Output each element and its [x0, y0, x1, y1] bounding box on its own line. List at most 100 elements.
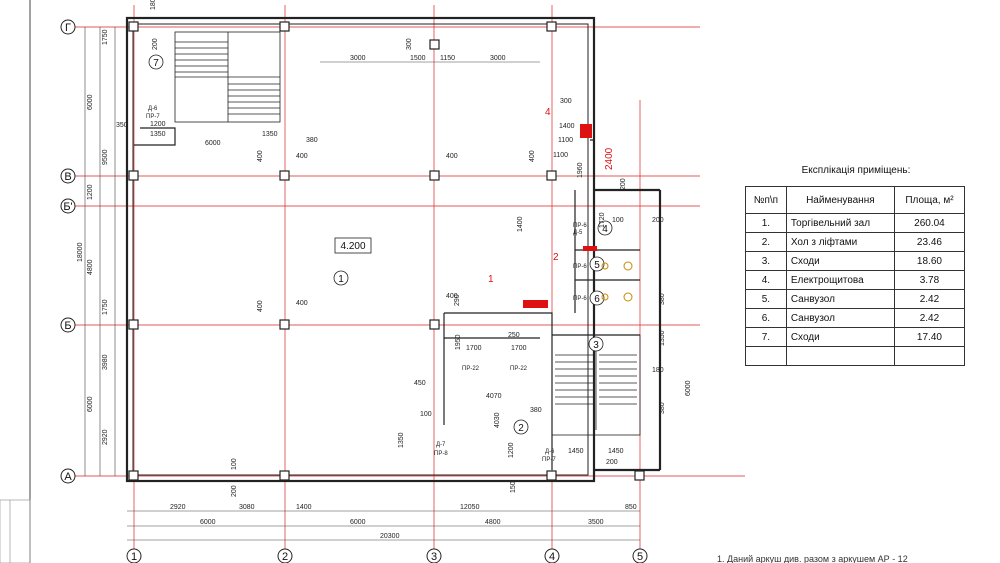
dim-label: 1200 [87, 184, 94, 200]
svg-text:1350: 1350 [150, 131, 166, 138]
svg-text:150: 150 [510, 481, 517, 493]
dim-label: 3500 [588, 519, 604, 526]
axis-number-labels: 1 2 3 4 5 [131, 551, 643, 563]
svg-text:ПР-22: ПР-22 [462, 366, 480, 372]
dim-label: 2920 [170, 504, 186, 511]
svg-text:200: 200 [231, 485, 238, 497]
partitions [134, 127, 640, 470]
svg-text:200: 200 [606, 459, 618, 466]
svg-text:ПР-8: ПР-8 [434, 451, 448, 457]
svg-text:1450: 1450 [608, 448, 624, 455]
svg-text:2400: 2400 [604, 147, 615, 170]
dim-label: 2920 [102, 429, 109, 445]
svg-text:ПР-7: ПР-7 [542, 457, 556, 463]
svg-text:Д-7: Д-7 [436, 442, 446, 448]
dim-label: 1500 [410, 55, 426, 62]
svg-text:1700: 1700 [466, 345, 482, 352]
column-header: Найменування [785, 186, 895, 214]
svg-text:1200: 1200 [150, 121, 166, 128]
svg-text:400: 400 [257, 150, 264, 162]
room-number: 6 [594, 294, 600, 305]
room-number: 1 [338, 274, 344, 285]
svg-text:Д-5: Д-5 [573, 230, 583, 236]
svg-text:200: 200 [620, 178, 627, 190]
svg-text:ПР-6: ПР-6 [573, 264, 587, 270]
sheet-footnote: 1. Даний аркуш див. разом з аркушем АР -… [717, 554, 908, 563]
svg-text:450: 450 [414, 380, 426, 387]
columns [128, 21, 645, 481]
section-mark: 4 [545, 107, 551, 118]
svg-text:ПР-6: ПР-6 [573, 223, 587, 229]
dim-label: 6000 [200, 519, 216, 526]
dim-label: 1150 [440, 55, 455, 62]
axis-label: А [64, 471, 72, 483]
dim-label: 3000 [350, 55, 366, 62]
svg-text:380: 380 [306, 137, 318, 144]
title-block-stub [0, 499, 31, 563]
dim-label: 6000 [87, 396, 94, 412]
svg-text:180: 180 [652, 367, 664, 374]
toilet-fixtures [601, 261, 633, 302]
svg-text:1100: 1100 [558, 137, 573, 144]
dim-label: 18000 [77, 242, 84, 262]
axis-label: Б' [63, 201, 72, 213]
door-tags: Д-6 ПР-7 ПР-6 Д-5 ПР-6 ПР-6 ПР-22 ПР-22 … [146, 106, 587, 463]
dim-label: 9500 [102, 149, 109, 165]
room-number: 7 [153, 58, 159, 69]
dim-label: 850 [625, 504, 637, 511]
dimension-lines [84, 27, 640, 541]
svg-text:380: 380 [530, 407, 542, 414]
dim-label: 1750 [102, 29, 109, 45]
column-header: №п\п [745, 186, 787, 214]
axis-label: Г [65, 22, 71, 34]
dim-total: 20300 [380, 533, 400, 540]
svg-text:1960: 1960 [577, 162, 584, 178]
table-header-row: №п\п Найменування Площа, м² [745, 186, 966, 214]
axis-letter-labels: Г В Б' Б А [63, 22, 72, 483]
room-number: 2 [518, 423, 524, 434]
axis-bubbles [60, 19, 648, 563]
svg-text:400: 400 [446, 293, 458, 300]
axis-label: 3 [431, 551, 437, 563]
svg-text:380: 380 [659, 293, 666, 305]
axis-label: В [64, 171, 71, 183]
dim-label: 180 [150, 0, 157, 10]
svg-text:400: 400 [296, 153, 308, 160]
svg-text:1700: 1700 [511, 345, 527, 352]
svg-text:100: 100 [231, 458, 238, 470]
svg-text:400: 400 [529, 150, 536, 162]
svg-text:4070: 4070 [486, 393, 502, 400]
svg-text:400: 400 [446, 153, 458, 160]
svg-text:300: 300 [560, 98, 572, 105]
svg-text:100: 100 [420, 411, 432, 418]
room-number: 5 [594, 260, 600, 271]
svg-text:1400: 1400 [559, 123, 575, 130]
svg-text:1350: 1350 [659, 330, 666, 346]
dim-label: 6000 [350, 519, 366, 526]
dim-label: 3080 [239, 504, 255, 511]
svg-text:250: 250 [508, 332, 520, 339]
svg-text:400: 400 [257, 300, 264, 312]
axis-label: Б [64, 320, 71, 332]
svg-text:Д-6: Д-6 [545, 449, 555, 455]
dim-label: 300 [406, 38, 413, 50]
svg-text:ПР-22: ПР-22 [510, 366, 528, 372]
svg-text:1350: 1350 [398, 432, 405, 448]
svg-text:200: 200 [652, 217, 664, 224]
svg-text:Д-6: Д-6 [148, 106, 158, 112]
stair-7 [174, 31, 281, 123]
dim-label: 1400 [296, 504, 312, 511]
legend-title: Експлікація приміщень: [801, 165, 911, 176]
interior-dims: 6000 1350 1350 380 1200 400 400 400 400 … [150, 98, 692, 497]
axis-label: 4 [549, 551, 555, 563]
dim-label: 200 [152, 38, 159, 50]
svg-text:1200: 1200 [508, 442, 515, 458]
